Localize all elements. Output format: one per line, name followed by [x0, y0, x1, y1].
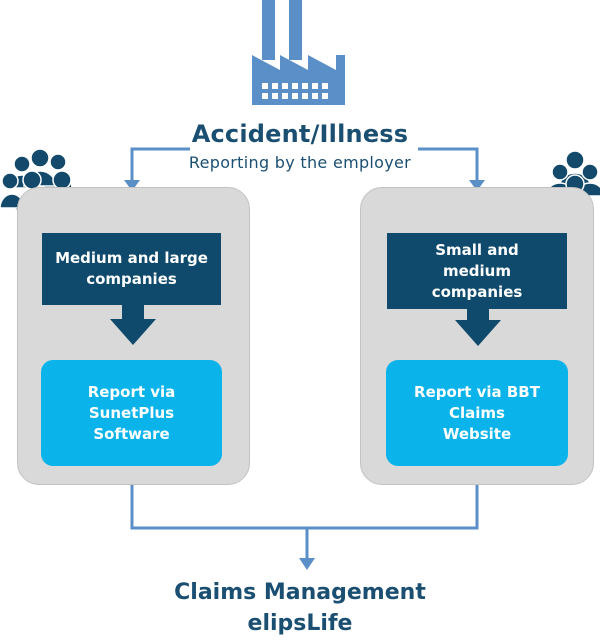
factory-icon	[252, 0, 345, 105]
report-label-left: Report via SunetPlus Software	[87, 382, 176, 443]
connector-lines	[130, 147, 479, 561]
down-arrow-left	[110, 305, 156, 345]
report-box-left: Report via SunetPlus Software	[41, 360, 222, 466]
connector-arrowheads	[124, 180, 485, 570]
report-label-right: Report via BBT Claims Website	[414, 382, 540, 443]
company-type-box-left: Medium and large companies	[42, 233, 221, 305]
company-type-box-right: Small and medium companies	[387, 233, 567, 309]
report-box-right: Report via BBT Claims Website	[386, 360, 568, 466]
company-type-label-left: Medium and large companies	[55, 249, 208, 288]
top-title: Accident/Illness	[191, 120, 409, 148]
company-type-label-right: Small and medium companies	[431, 240, 523, 301]
down-arrow-right	[455, 308, 501, 346]
top-subtitle: Reporting by the employer	[188, 153, 412, 172]
bottom-title-line1: Claims Management	[174, 580, 426, 605]
bottom-title-line2: elipsLife	[247, 611, 353, 636]
